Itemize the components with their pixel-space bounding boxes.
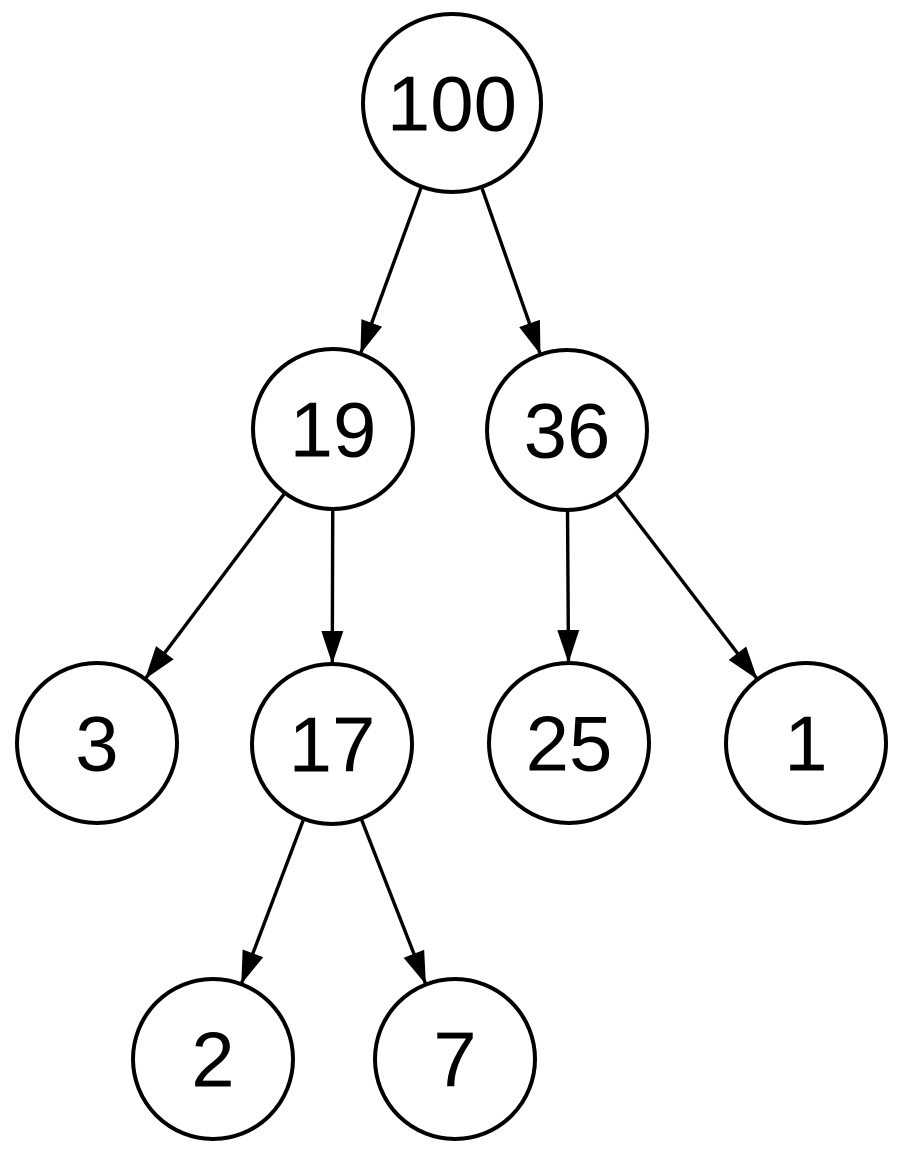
tree-node-19: 19 xyxy=(251,347,415,511)
tree-node-3: 3 xyxy=(15,661,179,825)
tree-node-2: 2 xyxy=(131,977,295,1141)
node-label-25: 25 xyxy=(526,699,613,787)
node-label-2: 2 xyxy=(191,1015,234,1103)
node-label-19: 19 xyxy=(290,385,377,473)
tree-node-17: 17 xyxy=(250,662,414,826)
node-label-100: 100 xyxy=(387,59,517,147)
node-circle-7 xyxy=(373,977,537,1141)
node-circle-19 xyxy=(251,347,415,511)
node-circle-2 xyxy=(131,977,295,1141)
tree-node-1: 1 xyxy=(724,661,888,825)
edge-17-7 xyxy=(359,817,428,986)
edge-100-36 xyxy=(479,186,543,356)
node-circle-100 xyxy=(361,12,543,194)
node-circle-36 xyxy=(485,348,649,512)
node-label-7: 7 xyxy=(433,1015,476,1103)
node-label-1: 1 xyxy=(784,699,827,787)
node-circle-17 xyxy=(250,662,414,826)
node-circle-1 xyxy=(724,661,888,825)
tree-node-7: 7 xyxy=(373,977,537,1141)
edge-17-2 xyxy=(239,818,306,985)
edge-19-3 xyxy=(143,491,287,681)
node-label-3: 3 xyxy=(75,699,118,787)
edge-36-25 xyxy=(557,509,580,664)
tree-node-36: 36 xyxy=(485,348,649,512)
edge-100-19 xyxy=(358,186,424,355)
tree-node-25: 25 xyxy=(487,661,651,825)
edge-36-1 xyxy=(614,492,759,681)
node-circle-25 xyxy=(487,661,651,825)
node-label-17: 17 xyxy=(289,700,376,788)
node-label-36: 36 xyxy=(524,386,611,474)
node-circle-3 xyxy=(15,661,179,825)
tree-node-100: 100 xyxy=(361,12,543,194)
